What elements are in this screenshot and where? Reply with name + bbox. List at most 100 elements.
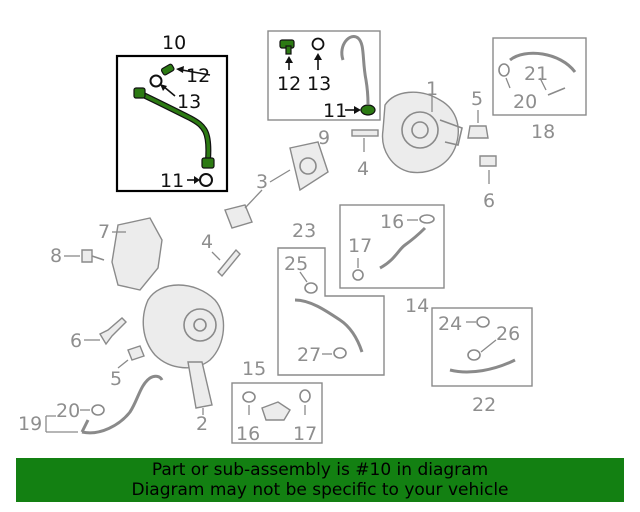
part-22-group[interactable]: 22 24 26 bbox=[431, 307, 533, 416]
part-2-turbo-lower[interactable]: 2 bbox=[142, 284, 225, 435]
leader-4b bbox=[211, 251, 221, 261]
part-6-stud-right[interactable]: 6 bbox=[479, 155, 497, 212]
washer-26 bbox=[467, 349, 481, 361]
callout-11: 11 bbox=[160, 170, 184, 192]
gasket-4b bbox=[217, 248, 241, 278]
pipe-19 bbox=[81, 374, 164, 435]
part-4-gasket-lower[interactable]: 4 bbox=[201, 231, 241, 278]
part-15-box bbox=[231, 382, 323, 444]
leader-20 bbox=[505, 77, 511, 89]
turbo-compressor bbox=[401, 111, 439, 149]
washer-13b bbox=[311, 37, 325, 51]
callout-8: 8 bbox=[50, 245, 62, 267]
bolt-12-b-shank bbox=[285, 45, 292, 55]
arrow-13 bbox=[160, 84, 167, 91]
callout-4b: 4 bbox=[201, 231, 213, 253]
callout-25: 25 bbox=[284, 253, 308, 275]
part-5-nut-right[interactable]: 5 bbox=[467, 88, 489, 139]
callout-16b: 16 bbox=[236, 423, 260, 445]
callout-6: 6 bbox=[483, 190, 495, 212]
part-9-group[interactable]: 9 12 13 11 bbox=[267, 30, 381, 149]
turbo-housing bbox=[381, 91, 459, 174]
nut-5 bbox=[467, 125, 489, 139]
washer-17b bbox=[299, 389, 311, 403]
part-19-group[interactable]: 19 20 bbox=[18, 374, 164, 435]
callout-2: 2 bbox=[196, 413, 208, 435]
turbo-outlet bbox=[439, 119, 463, 146]
callout-18: 18 bbox=[531, 121, 555, 143]
washer-13 bbox=[149, 74, 163, 88]
washer-16-14 bbox=[419, 214, 435, 224]
pipe-fitting-top bbox=[133, 87, 146, 99]
callout-22: 22 bbox=[472, 394, 496, 416]
footer-line-1: Part or sub-assembly is #10 in diagram bbox=[151, 460, 489, 480]
arrow-12b bbox=[285, 56, 293, 63]
arrow-13b bbox=[314, 53, 322, 60]
callout-12: 12 bbox=[186, 65, 210, 87]
leader-25 bbox=[299, 271, 308, 283]
washer-27 bbox=[333, 347, 347, 359]
part-8-bolt[interactable]: 8 bbox=[50, 245, 105, 267]
part-4-gasket-upper[interactable]: 4 bbox=[351, 129, 379, 180]
washer-11b bbox=[360, 104, 376, 116]
callout-10: 10 bbox=[162, 32, 186, 54]
part-6-stud-left[interactable]: 6 bbox=[70, 317, 127, 352]
callout-24: 24 bbox=[438, 313, 462, 335]
leader-3b bbox=[244, 189, 263, 209]
callout-26: 26 bbox=[496, 323, 520, 345]
oil-feed-pipe-fill bbox=[137, 91, 211, 162]
pipe-14 bbox=[379, 226, 427, 270]
callout-27: 27 bbox=[297, 344, 321, 366]
callout-17: 17 bbox=[348, 235, 372, 257]
banjo-bolt-12 bbox=[160, 63, 175, 76]
return-pipe bbox=[340, 35, 370, 105]
leader-21 bbox=[539, 77, 547, 91]
leader-3a bbox=[269, 169, 291, 183]
part-14-box bbox=[339, 204, 445, 289]
part-23-group[interactable]: 23 25 27 bbox=[277, 220, 385, 376]
callout-5: 5 bbox=[471, 88, 483, 110]
part-10-box bbox=[115, 54, 229, 193]
callout-4: 4 bbox=[357, 158, 369, 180]
part-14-group[interactable]: 14 16 17 bbox=[339, 204, 445, 317]
callout-15: 15 bbox=[242, 358, 266, 380]
stud-6b bbox=[99, 317, 127, 346]
callout-20b: 20 bbox=[56, 400, 80, 422]
callout-17b: 17 bbox=[293, 423, 317, 445]
callout-19: 19 bbox=[18, 413, 42, 435]
callout-21: 21 bbox=[524, 63, 548, 85]
part-5-nut-left[interactable]: 5 bbox=[110, 345, 145, 390]
part-22-box bbox=[431, 307, 533, 387]
callout-1: 1 bbox=[426, 78, 438, 100]
washer-17-14 bbox=[352, 269, 364, 281]
washer-24 bbox=[476, 316, 490, 328]
gasket-4 bbox=[351, 129, 379, 137]
gasket-3b bbox=[224, 204, 253, 229]
arrow-11b bbox=[354, 106, 361, 114]
part-10-group[interactable]: 10 12 13 11 bbox=[115, 32, 229, 193]
washer-16b bbox=[242, 391, 256, 403]
coolant-pipe-18 bbox=[509, 51, 577, 73]
gasket-3-hole bbox=[299, 157, 317, 175]
callout-13b: 13 bbox=[307, 73, 331, 95]
flange-15 bbox=[261, 401, 291, 421]
callout-20: 20 bbox=[513, 91, 537, 113]
part-7-heat-shield[interactable]: 7 bbox=[98, 217, 163, 291]
heat-shield-7 bbox=[111, 217, 163, 291]
part-18-group[interactable]: 18 20 21 bbox=[492, 37, 587, 143]
pipe-fitting-bottom bbox=[201, 157, 215, 169]
leader-26 bbox=[480, 339, 497, 353]
pipe-22 bbox=[449, 358, 516, 374]
callout-13: 13 bbox=[177, 91, 201, 113]
fitting-21 bbox=[547, 87, 566, 96]
part-9-box bbox=[267, 30, 381, 121]
part-1-turbocharger[interactable]: 1 bbox=[381, 78, 463, 174]
callout-7: 7 bbox=[98, 221, 110, 243]
part-23-box bbox=[277, 247, 385, 376]
part-3-gasket[interactable]: 3 bbox=[224, 141, 329, 229]
callout-16: 16 bbox=[380, 211, 404, 233]
part-15-group[interactable]: 15 16 17 bbox=[231, 358, 323, 445]
bolt-8-shank bbox=[91, 255, 105, 261]
gasket-3 bbox=[289, 141, 329, 192]
